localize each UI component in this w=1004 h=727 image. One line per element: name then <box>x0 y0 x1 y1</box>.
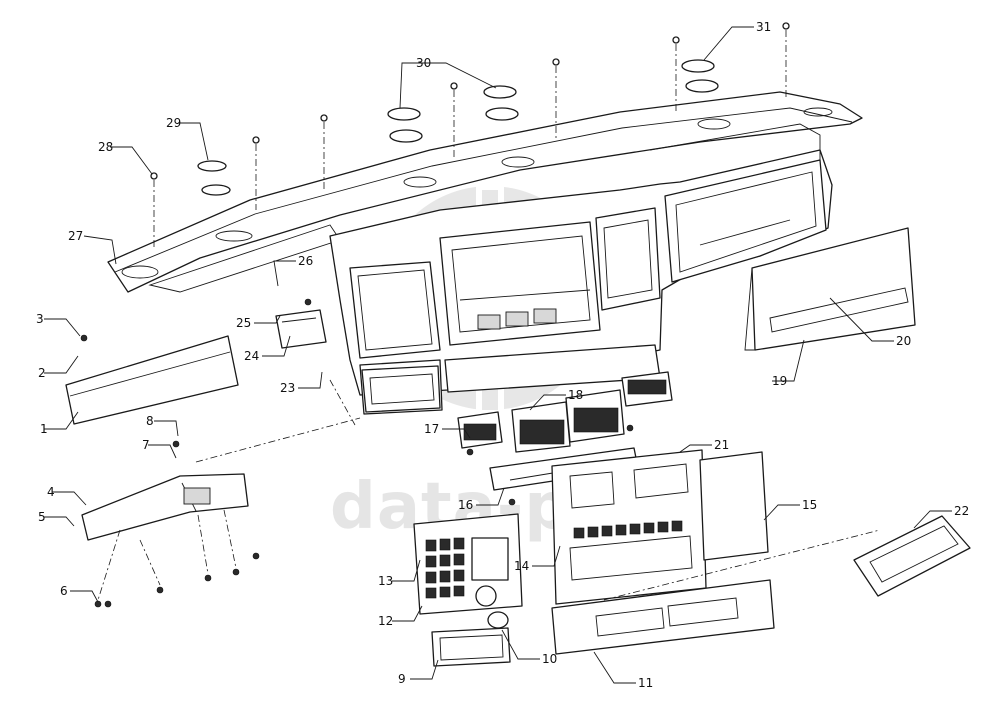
right-storage-pocket <box>853 515 971 597</box>
callout-7: 7 <box>142 438 150 452</box>
callout-9: 9 <box>398 672 406 686</box>
callout-5: 5 <box>38 510 46 524</box>
callout-2: 2 <box>38 366 46 380</box>
callout-12: 12 <box>378 614 393 628</box>
callout-21: 21 <box>714 438 729 452</box>
left-lower-vent <box>361 365 441 413</box>
main-dashboard-body <box>329 123 833 415</box>
callout-4: 4 <box>47 485 55 499</box>
callout-13: 13 <box>378 574 393 588</box>
switch-panel <box>413 513 523 615</box>
small-bracket <box>275 309 327 349</box>
callout-15: 15 <box>802 498 817 512</box>
callout-26: 26 <box>298 254 313 268</box>
bottom-storage-tray <box>551 579 775 655</box>
centre-air-vents <box>457 371 673 453</box>
callout-23: 23 <box>280 381 295 395</box>
callout-11: 11 <box>638 676 653 690</box>
lower-left-panel <box>81 473 249 541</box>
left-side-cover <box>65 335 239 425</box>
callout-27: 27 <box>68 229 83 243</box>
callout-8: 8 <box>146 414 154 428</box>
callout-20: 20 <box>896 334 911 348</box>
callout-6: 6 <box>60 584 68 598</box>
callout-17: 17 <box>424 422 439 436</box>
callout-19: 19 <box>772 374 787 388</box>
round-cap <box>487 611 509 629</box>
callout-24: 24 <box>244 349 259 363</box>
callout-28: 28 <box>98 140 113 154</box>
callout-labels: 1 2 3 4 5 6 7 8 9 10 11 12 13 14 15 16 1… <box>36 20 969 690</box>
centre-control-panel <box>551 449 707 605</box>
switch-grid <box>425 537 465 599</box>
speaker-grilles <box>197 59 719 196</box>
callout-10: 10 <box>542 652 557 666</box>
centre-switch-row <box>573 520 683 539</box>
callout-22: 22 <box>954 504 969 518</box>
callout-31: 31 <box>756 20 771 34</box>
assembly-lines <box>97 30 881 601</box>
callout-14: 14 <box>514 559 529 573</box>
callout-30: 30 <box>416 56 431 70</box>
frame-gasket <box>431 627 511 667</box>
callout-18: 18 <box>568 388 583 402</box>
side-trim-panel <box>699 451 769 561</box>
callout-1: 1 <box>40 422 48 436</box>
callout-leaders <box>44 26 952 684</box>
fasteners <box>80 22 790 608</box>
glovebox-lid <box>744 227 916 351</box>
callout-29: 29 <box>166 116 181 130</box>
callout-25: 25 <box>236 316 251 330</box>
callout-16: 16 <box>458 498 473 512</box>
callout-3: 3 <box>36 312 44 326</box>
